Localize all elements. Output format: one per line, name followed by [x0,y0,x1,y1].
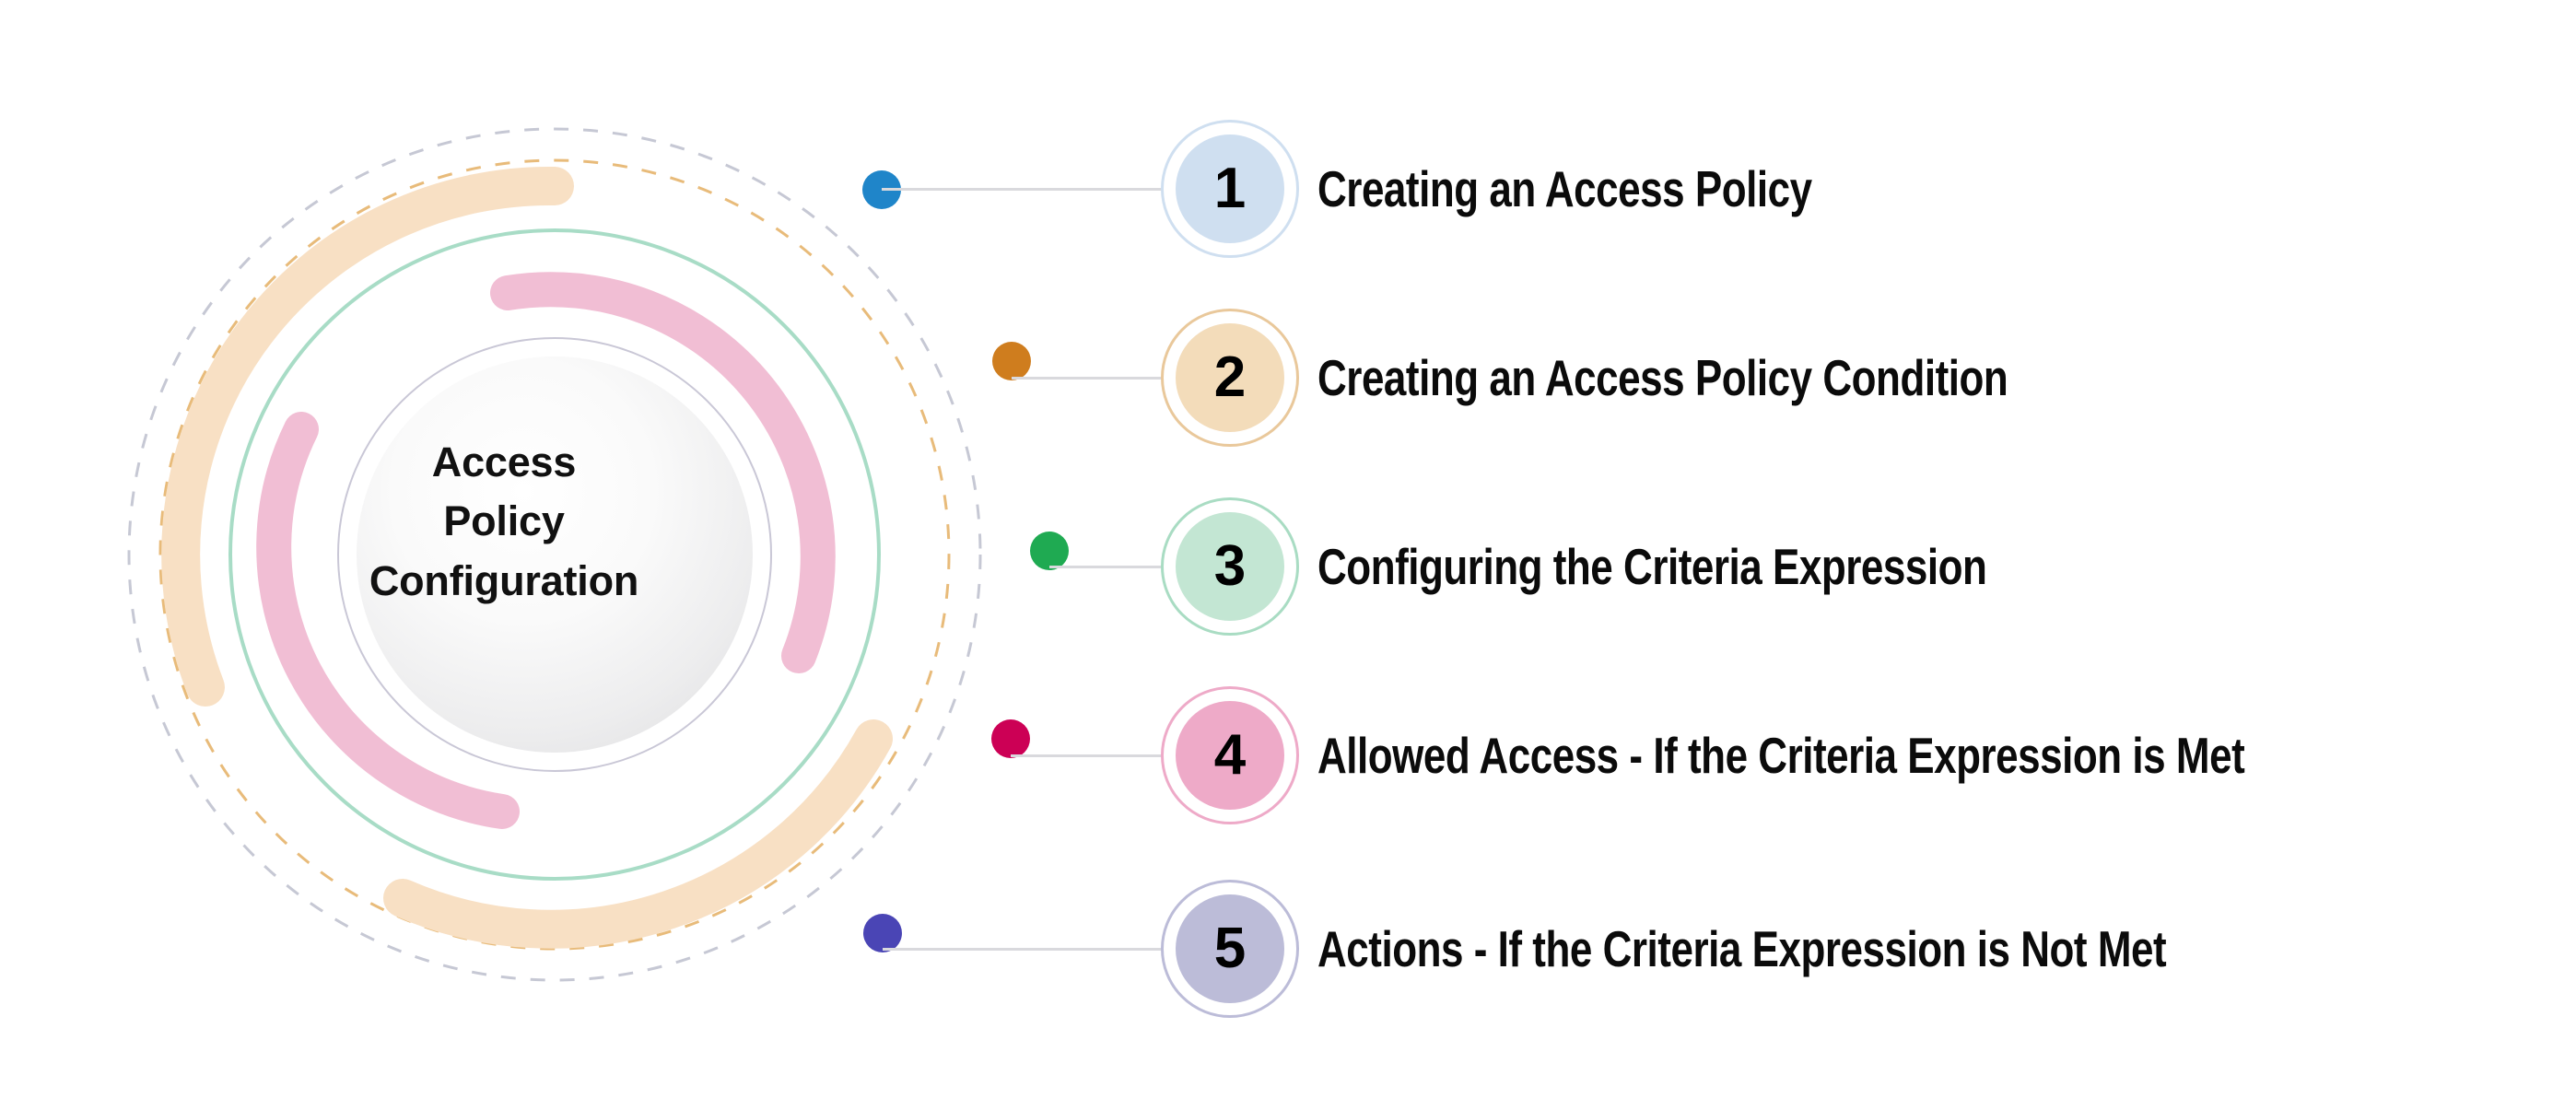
step-label-3: Configuring the Criteria Expression [1317,538,1987,595]
pink-arc-upper [490,272,836,673]
gray-dashed-ring [127,127,982,982]
pink-arc-lower [256,412,520,829]
orange-dashed-ring [158,158,951,951]
core-disc [357,356,753,753]
step-label-5: Actions - If the Criteria Expression is … [1317,920,2167,977]
step-badge-2[interactable]: 2 [1161,309,1299,447]
core-outline-ring [337,337,772,772]
connector-line-4 [1011,754,1164,757]
step-number-2: 2 [1176,323,1284,432]
peach-arc-upper [161,166,574,707]
connector-line-1 [882,188,1164,191]
step-dot-3[interactable] [1030,532,1069,570]
step-badge-5[interactable]: 5 [1161,880,1299,1018]
connector-line-3 [1049,566,1164,568]
step-label-1: Creating an Access Policy [1317,160,1812,217]
step-badge-3[interactable]: 3 [1161,497,1299,636]
step-label-4: Allowed Access - If the Criteria Express… [1317,727,2245,784]
step-number-3: 3 [1176,512,1284,621]
connector-line-5 [883,948,1164,951]
connector-line-2 [1012,377,1164,380]
step-dot-5[interactable] [863,914,902,952]
ring-dots-layer [862,170,1069,952]
step-number-4: 4 [1176,701,1284,810]
step-badge-4[interactable]: 4 [1161,686,1299,824]
step-dot-4[interactable] [991,719,1030,758]
teal-solid-ring [228,228,881,881]
step-number-5: 5 [1176,894,1284,1003]
step-number-1: 1 [1176,134,1284,243]
peach-arc-lower [383,719,893,949]
step-label-2: Creating an Access Policy Condition [1317,349,2008,406]
step-badge-1[interactable]: 1 [1161,120,1299,258]
step-dot-2[interactable] [992,342,1031,380]
